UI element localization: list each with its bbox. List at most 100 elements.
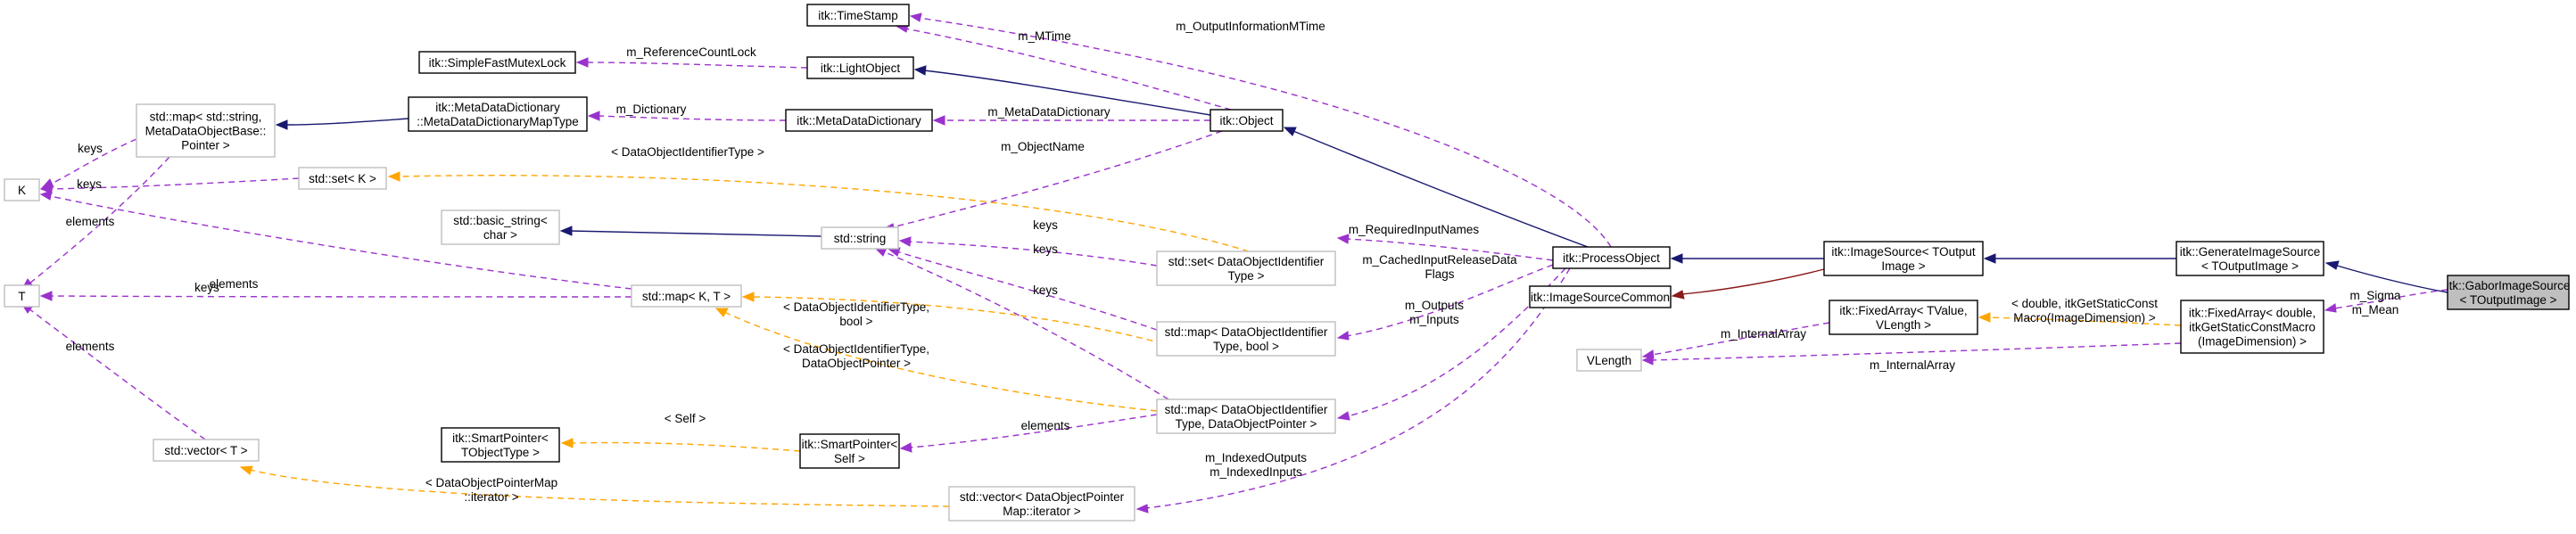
edge-label-keys-1: keys xyxy=(78,142,103,155)
arrow-head xyxy=(275,119,288,130)
node-imagesourcecommon[interactable]: itk::ImageSourceCommon xyxy=(1529,285,1672,308)
node-label: < TOutputImage > xyxy=(2201,259,2299,273)
node-label: itk::SmartPointer< xyxy=(802,438,898,451)
node-fixedarray-tvalue[interactable]: itk::FixedArray< TValue,VLength > xyxy=(1829,300,1978,335)
node-map-doid-ptr[interactable]: std::map< DataObjectIdentifierType, Data… xyxy=(1156,398,1336,434)
arrow-head xyxy=(741,292,755,302)
edge-usage-8 xyxy=(2324,289,2448,313)
edge-label-doptrmap-iter: < DataObjectPointerMap::iterator > xyxy=(425,476,557,504)
edge-line xyxy=(1651,342,2182,361)
edge-line xyxy=(1346,267,1566,417)
edge-usage-15 xyxy=(932,115,1210,126)
arrow-head xyxy=(898,236,912,247)
node-box xyxy=(441,427,560,463)
arrow-head xyxy=(1671,290,1685,300)
node-stdset-K[interactable]: std::set< K > xyxy=(298,167,387,190)
arrow-head xyxy=(1336,234,1350,244)
node-smartptr-T[interactable]: itk::SmartPointer<TObjectType > xyxy=(441,427,560,463)
edge-label-text: m_Mean xyxy=(2352,303,2399,316)
node-smartptr-self[interactable]: itk::SmartPointer<Self > xyxy=(799,433,900,469)
node-label: VLength > xyxy=(1876,318,1931,332)
node-label: itk::GaborImageSource xyxy=(2447,279,2571,292)
edge-label-keys-2: keys xyxy=(77,177,102,191)
node-box xyxy=(1823,241,1984,276)
node-box xyxy=(1156,321,1336,357)
node-lightobject[interactable]: itk::LightObject xyxy=(806,56,914,79)
edge-template-21 xyxy=(387,171,1250,252)
edge-label-keys-3: keys xyxy=(1033,218,1058,232)
edge-line xyxy=(49,177,300,190)
arrow-head xyxy=(239,465,253,475)
node-stdstring[interactable]: std::string xyxy=(821,226,899,250)
edge-line xyxy=(891,130,1223,228)
edge-label-m-internalarray-1: m_InternalArray xyxy=(1721,327,1806,341)
edge-label-text: elements xyxy=(66,340,115,353)
node-box xyxy=(785,109,933,132)
node-metadict[interactable]: itk::MetaDataDictionary xyxy=(785,109,933,132)
edge-line xyxy=(397,175,1250,252)
node-label: itk::SmartPointer< xyxy=(452,431,549,445)
node-box xyxy=(948,486,1135,522)
edge-line xyxy=(723,311,1158,412)
node-imagesource[interactable]: itk::ImageSource< TOutputImage > xyxy=(1823,241,1984,276)
edge-line xyxy=(2333,264,2448,293)
node-fixedarray-double[interactable]: itk::FixedArray< double,itkGetStaticCons… xyxy=(2180,300,2324,354)
node-label: std::vector< T > xyxy=(164,444,247,457)
edge-usage-32 xyxy=(1336,267,1566,421)
node-generate[interactable]: itk::GenerateImageSource< TOutputImage > xyxy=(2176,241,2324,276)
node-box xyxy=(799,433,900,469)
node-processobject[interactable]: itk::ProcessObject xyxy=(1552,246,1671,269)
node-vector-iter[interactable]: std::vector< DataObjectPointerMap::itera… xyxy=(948,486,1135,522)
node-map-doid-bool[interactable]: std::map< DataObjectIdentifierType, bool… xyxy=(1156,321,1336,357)
node-timestamp[interactable]: itk::TimeStamp xyxy=(806,4,910,27)
node-label: itk::LightObject xyxy=(821,62,901,75)
edge-label-text: m_IndexedInputs xyxy=(1210,465,1302,479)
edge-line xyxy=(569,230,822,237)
edge-usage-14 xyxy=(575,57,808,69)
node-label: Map::iterator > xyxy=(1003,505,1081,518)
arrow-head xyxy=(899,442,912,453)
node-stdvector-T[interactable]: std::vector< T > xyxy=(153,439,260,462)
node-basic-string[interactable]: std::basic_string<char > xyxy=(441,209,560,245)
edge-inherit-1 xyxy=(1983,253,2176,264)
edge-private-3 xyxy=(1671,268,1825,300)
edge-label-m-referencecountlock: m_ReferenceCountLock xyxy=(626,45,756,59)
node-box xyxy=(418,51,576,74)
node-label: itk::MetaDataDictionary xyxy=(435,101,560,114)
edge-label-text: keys xyxy=(1033,242,1058,256)
edge-label-text: m_Sigma xyxy=(2349,289,2401,302)
edge-label-text: Macro(ImageDimension) > xyxy=(2013,311,2156,325)
node-label: itk::FixedArray< double, xyxy=(2189,307,2316,320)
node-stdmap-string[interactable]: std::map< std::string,MetaDataObjectBase… xyxy=(136,103,276,158)
edge-line xyxy=(49,138,137,185)
edge-label-text: bool > xyxy=(839,315,872,328)
node-gabor[interactable]: itk::GaborImageSource< TOutputImage > xyxy=(2447,275,2571,310)
arrow-head xyxy=(1641,349,1655,359)
edge-label-text: keys xyxy=(194,281,219,294)
node-vlength[interactable]: VLength xyxy=(1576,349,1642,372)
node-label: VLength xyxy=(1587,354,1631,367)
arrow-head xyxy=(1983,253,1996,264)
edge-usage-33 xyxy=(1135,267,1571,513)
edge-label-m-objectname: m_ObjectName xyxy=(1001,140,1085,153)
edge-inherit-2 xyxy=(1670,253,1824,264)
edge-label-text: ::iterator > xyxy=(464,490,518,504)
node-K[interactable]: K xyxy=(4,178,40,201)
node-object[interactable]: itk::Object xyxy=(1210,109,1284,132)
edge-line xyxy=(249,469,950,507)
edge-line xyxy=(1346,264,1554,337)
node-mutexlock[interactable]: itk::SimpleFastMutexLock xyxy=(418,51,576,74)
edge-line xyxy=(2333,289,2448,309)
node-T[interactable]: T xyxy=(4,284,40,308)
edge-label-text: keys xyxy=(1033,218,1058,232)
node-label: itk::ImageSource< TOutput xyxy=(1831,245,1975,259)
node-label: K xyxy=(18,184,26,197)
node-set-doid[interactable]: std::set< DataObjectIdentifierType > xyxy=(1156,251,1336,286)
node-stdmap-KT[interactable]: std::map< K, T > xyxy=(631,284,742,308)
node-metadictmap[interactable]: itk::MetaDataDictionary::MetaDataDiction… xyxy=(408,96,588,132)
edge-line xyxy=(49,195,632,290)
arrow-head xyxy=(714,308,729,317)
node-label: std::vector< DataObjectPointer xyxy=(960,490,1125,504)
edge-line xyxy=(1292,130,1589,248)
edge-inherit-7 xyxy=(559,226,822,237)
